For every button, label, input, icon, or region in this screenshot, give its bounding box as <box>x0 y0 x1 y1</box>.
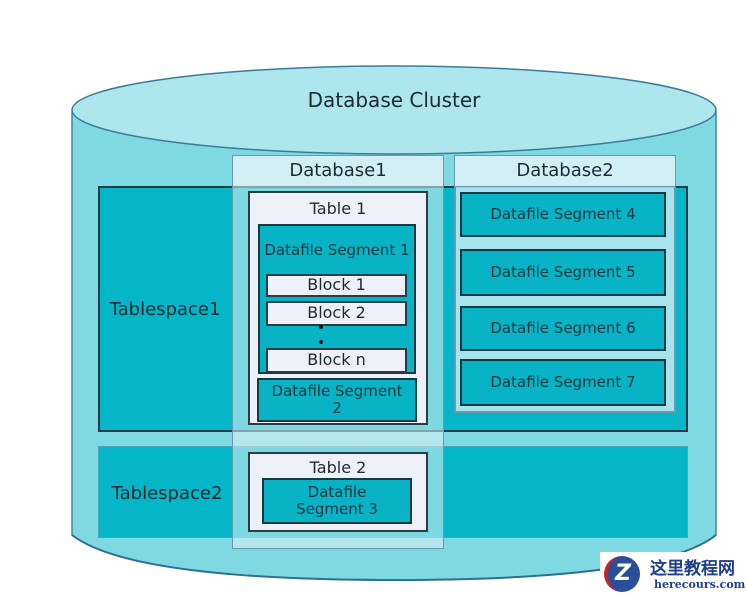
block-2: Block 2 <box>266 301 407 326</box>
block-n: Block n <box>266 348 407 373</box>
datafile-segment-1-label: Datafile Segment 1 <box>264 241 410 260</box>
block-1: Block 1 <box>266 274 407 297</box>
watermark-logo-icon <box>604 556 640 592</box>
datafile-segment-5: Datafile Segment 5 <box>460 249 666 296</box>
watermark-domain: herecours.com <box>654 578 746 591</box>
ellipsis-dot <box>319 325 323 329</box>
datafile-segment-2: Datafile Segment 2 <box>257 378 417 422</box>
datafile-segment-6: Datafile Segment 6 <box>460 306 666 351</box>
cluster-title: Database Cluster <box>307 87 481 112</box>
datafile-segment-4: Datafile Segment 4 <box>460 192 666 237</box>
cylinder-top <box>71 65 717 155</box>
watermark-logo-letter: Z <box>615 561 631 587</box>
table1-label: Table 1 <box>309 198 367 218</box>
ellipsis-dot <box>319 340 323 344</box>
watermark-site-name: 这里教程网 <box>650 559 735 579</box>
tablespace1-label: Tablespace1 <box>109 298 221 320</box>
datafile-segment-7: Datafile Segment 7 <box>460 359 666 406</box>
table2-label: Table 2 <box>309 457 367 477</box>
watermark: Z 这里教程网 herecours.com <box>600 552 746 596</box>
database2-label: Database2 <box>455 156 675 186</box>
tablespace2-label: Tablespace2 <box>111 482 223 504</box>
database1-label: Database1 <box>233 156 443 186</box>
datafile-segment-3: Datafile Segment 3 <box>262 478 412 524</box>
